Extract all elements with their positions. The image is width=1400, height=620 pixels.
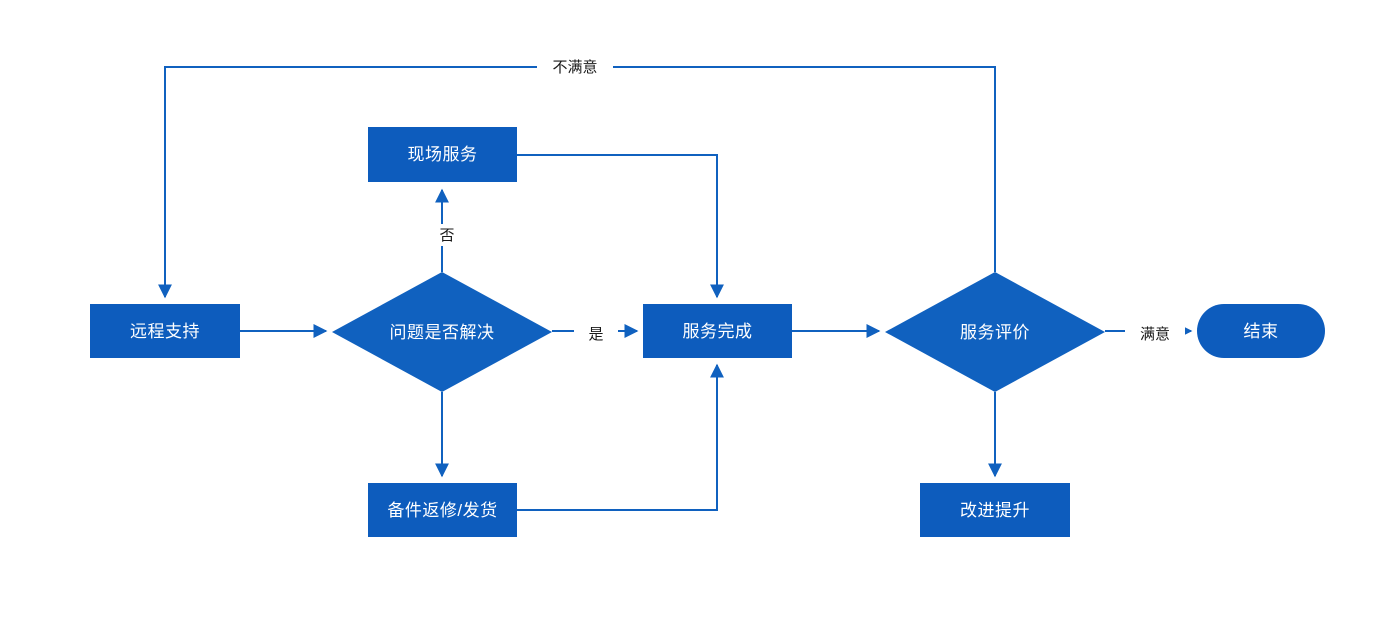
edge-rating-dissatisfied xyxy=(158,66,996,299)
node-shape-parts-repair[interactable] xyxy=(368,483,517,537)
node-shape-service-rating[interactable] xyxy=(885,272,1105,392)
edge-label-no: 否 xyxy=(425,224,469,246)
node-shape-end[interactable] xyxy=(1197,304,1325,358)
node-shape-problem-solved[interactable] xyxy=(332,272,552,392)
edge-label-yes: 是 xyxy=(574,323,618,345)
node-shape-onsite-service[interactable] xyxy=(368,127,517,182)
node-shape-improvement[interactable] xyxy=(920,483,1070,537)
edge-onsite-to-done xyxy=(517,154,724,299)
edge-parts-to-done xyxy=(517,363,724,511)
edge-label-satisfied: 满意 xyxy=(1125,323,1185,345)
edge-label-dissatisfied: 不满意 xyxy=(537,56,613,78)
node-shape-service-done[interactable] xyxy=(643,304,792,358)
node-shape-remote-support[interactable] xyxy=(90,304,240,358)
